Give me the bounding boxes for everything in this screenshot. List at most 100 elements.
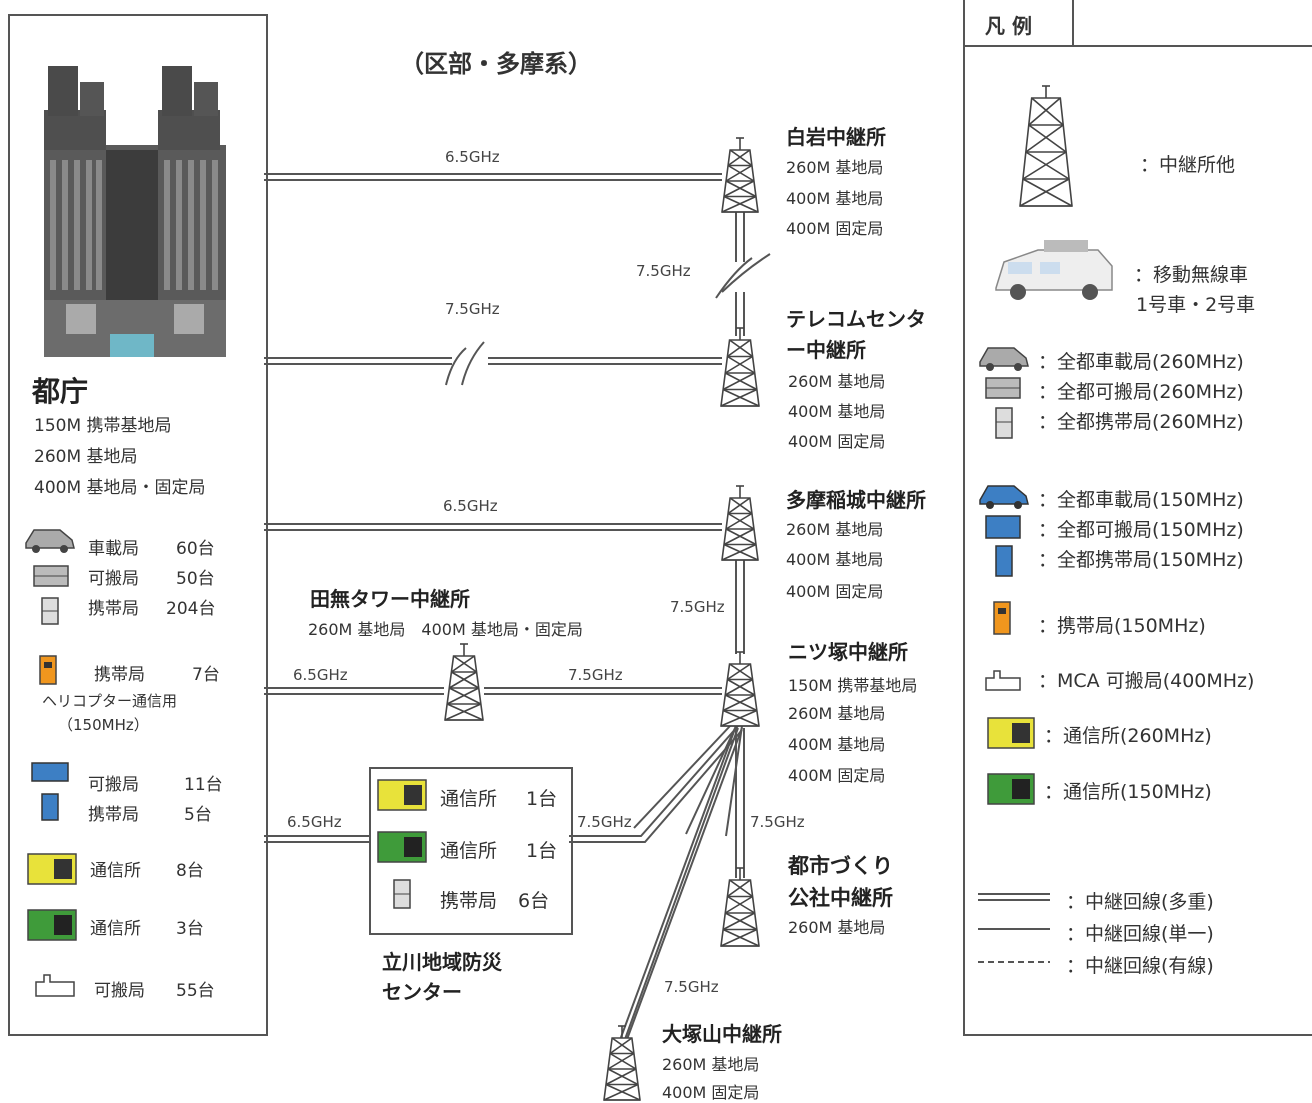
relay-shiraiwa-tower-icon [721, 137, 759, 213]
freq-tocho-tama: 6.5GHz [443, 497, 498, 515]
legend-l-multi: ：中継回線(多重) [1066, 891, 1214, 913]
unit-count-5: 11台 [184, 775, 223, 795]
relay-toshi-name-2: 公社中継所 [788, 886, 893, 910]
unit-count-2: 50台 [176, 569, 215, 589]
relay-otsuka-line-1: 260M 基地局 [662, 1055, 760, 1074]
relay-shiraiwa-name: 白岩中継所 [786, 125, 886, 149]
tachikawa-name-1: 立川地域防災 [382, 950, 502, 974]
tachikawa-unit-label-1: 通信所 [440, 788, 498, 810]
legend-mca: ：MCA 可搬局(400MHz) [1038, 670, 1255, 692]
relay-otsuka-line-2: 400M 固定局 [662, 1083, 760, 1102]
tocho-name: 都庁 [32, 375, 89, 408]
legend-mobile-car-icon [995, 240, 1113, 300]
freq-tanashi-futatsuka: 7.5GHz [568, 666, 623, 684]
unit-count-4: 7台 [192, 665, 220, 685]
legend-h260: ：全都携帯局(260MHz) [1038, 411, 1244, 433]
tachikawa-unit-count-3: 6台 [518, 890, 550, 912]
tachikawa-unit-count-1: 1台 [526, 788, 558, 810]
relay-telecom-line-1: 260M 基地局 [788, 372, 886, 391]
relay-telecom-line-2: 400M 基地局 [788, 402, 886, 421]
relay-shiraiwa-line-1: 260M 基地局 [786, 158, 884, 177]
portable-260-icon [33, 565, 69, 587]
freq-tocho-tanashi: 6.5GHz [293, 666, 348, 684]
legend-mca-icon [985, 670, 1021, 691]
tachikawa-handheld-icon [393, 879, 411, 909]
tachikawa-name-2: センター [382, 980, 462, 1004]
station-150-icon [27, 909, 77, 941]
unit-count-6: 5台 [184, 805, 212, 825]
unit-count-8: 3台 [176, 919, 204, 939]
freq-tachikawa-futatsuka: 7.5GHz [577, 813, 632, 831]
unit-count-7: 8台 [176, 861, 204, 881]
freq-tocho-telecom: 7.5GHz [445, 300, 500, 318]
relay-shiraiwa-line-2: 400M 基地局 [786, 189, 884, 208]
relay-tanashi-name: 田無タワー中継所 [310, 587, 470, 611]
legend-h150: ：全都携帯局(150MHz) [1038, 549, 1244, 571]
legend-l-wired: ：中継回線(有線) [1066, 955, 1214, 977]
unit-label-5: 可搬局 [88, 775, 139, 795]
portable-150-icon [31, 762, 69, 782]
relay-telecom-tower-icon [720, 327, 760, 407]
station-260-icon [27, 853, 77, 885]
mca-portable-icon [35, 974, 75, 997]
relay-tama-line-1: 260M 基地局 [786, 520, 884, 539]
relay-toshi-name-1: 都市づくり [788, 854, 893, 878]
relay-telecom-name-1: テレコムセンタ [786, 307, 926, 331]
legend-st150: ：通信所(150MHz) [1044, 781, 1212, 803]
relay-futatsuka-line-4: 400M 固定局 [788, 766, 886, 785]
legend-handheld-260-icon [995, 407, 1013, 439]
handheld-260-icon [41, 597, 59, 625]
diagram-title: （区部・多摩系） [400, 50, 592, 78]
relay-toshi-line: 260M 基地局 [788, 918, 886, 937]
relay-shiraiwa-line-3: 400M 固定局 [786, 219, 884, 238]
legend-title-box [963, 0, 1074, 45]
unit-label-9: 可搬局 [94, 981, 145, 1001]
freq-tocho-tachikawa: 6.5GHz [287, 813, 342, 831]
freq-tama-futatsuka: 7.5GHz [670, 598, 725, 616]
heli-note: ヘリコプター通信用 [42, 692, 178, 710]
freq-futatsuka-toshi: 7.5GHz [750, 813, 805, 831]
legend-handheld-150-icon [995, 545, 1013, 577]
unit-label-8: 通信所 [90, 919, 141, 939]
relay-futatsuka-line-3: 400M 基地局 [788, 735, 886, 754]
unit-count-1: 60台 [176, 539, 215, 559]
relay-futatsuka-tower-icon [720, 651, 760, 727]
tachikawa-station-260-icon [377, 779, 427, 811]
unit-label-6: 携帯局 [88, 805, 139, 825]
unit-label-4: 携帯局 [94, 665, 145, 685]
relay-tama-line-2: 400M 基地局 [786, 550, 884, 569]
relay-otsuka-tower-icon [603, 1025, 641, 1101]
relay-futatsuka-line-2: 260M 基地局 [788, 704, 886, 723]
handheld-150-icon [39, 655, 57, 685]
legend-frame [963, 45, 1312, 1036]
legend-station-260-icon [987, 717, 1035, 749]
relay-futatsuka-line-1: 150M 携帯基地局 [788, 676, 918, 695]
legend-relay-tower-icon [1019, 85, 1073, 207]
legend-handheld-orange-icon [993, 601, 1011, 635]
freq-tocho-shiraiwa: 6.5GHz [445, 148, 500, 166]
relay-futatsuka-name: ニツ塚中継所 [788, 640, 908, 664]
legend-mobile-2: 1号車・2号車 [1136, 294, 1256, 316]
legend-p150: ：全都可搬局(150MHz) [1038, 519, 1244, 541]
legend-p260: ：全都可搬局(260MHz) [1038, 381, 1244, 403]
relay-otsuka-name: 大塚山中継所 [662, 1022, 782, 1046]
legend-st260: ：通信所(260MHz) [1044, 725, 1212, 747]
tachikawa-unit-label-3: 携帯局 [440, 890, 498, 912]
legend-vehicle-260-icon [979, 347, 1029, 371]
vehicle-260-icon [25, 529, 75, 553]
relay-tama-line-3: 400M 固定局 [786, 582, 884, 601]
legend-v260: ：全都車載局(260MHz) [1038, 351, 1244, 373]
relay-telecom-name-2: ー中継所 [786, 338, 866, 362]
legend-portable-150-icon [985, 515, 1021, 539]
legend-portable-260-icon [985, 377, 1021, 399]
legend-v150: ：全都車載局(150MHz) [1038, 489, 1244, 511]
tachikawa-unit-label-2: 通信所 [440, 840, 498, 862]
legend-mobile-1: ：移動無線車 [1134, 264, 1249, 286]
tocho-line-1: 150M 携帯基地局 [34, 416, 172, 436]
relay-tama-tower-icon [721, 485, 759, 561]
